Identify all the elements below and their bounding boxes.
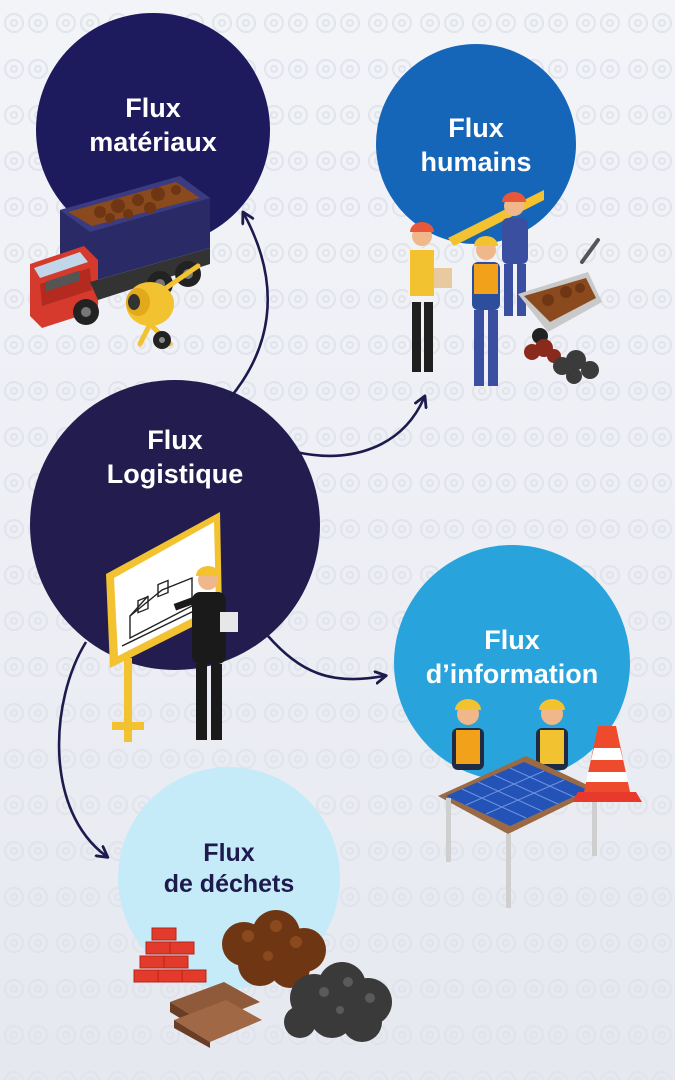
traffic-cone-icon — [572, 726, 642, 802]
node-label-dechets-line1: Flux — [203, 839, 255, 867]
node-label-information-line2: d’information — [425, 658, 599, 689]
node-label-information-line1: Flux — [484, 625, 540, 655]
rubble-pile-icon — [170, 910, 392, 1048]
node-label-logistique: Flux Logistique — [30, 424, 320, 492]
node-circle-information — [394, 545, 630, 781]
workers-blueprint-table-icon — [438, 699, 598, 908]
arrow-to-dechets — [57, 641, 106, 856]
bricks-icon — [133, 927, 207, 983]
arrow-to-information — [267, 635, 384, 679]
node-label-humains-line2: humains — [420, 146, 532, 177]
node-label-materiaux-line1: Flux — [125, 93, 181, 123]
node-label-materiaux-line2: matériaux — [89, 126, 217, 157]
wheelbarrow-icon — [518, 238, 602, 384]
node-label-materiaux: Flux matériaux — [36, 92, 270, 160]
node-label-dechets: Flux de déchets — [118, 838, 340, 901]
node-label-information: Flux d’information — [394, 624, 630, 692]
node-label-logistique-line2: Logistique — [106, 458, 244, 489]
arrow-to-humains — [295, 398, 424, 458]
node-circle-humains — [376, 44, 576, 244]
architect-board-icon — [106, 512, 238, 742]
dump-truck-icon — [30, 176, 210, 328]
node-label-dechets-line2: de déchets — [163, 870, 295, 899]
cement-mixer-icon — [126, 263, 201, 349]
node-label-humains-line1: Flux — [448, 113, 504, 143]
construction-workers-icon — [408, 190, 544, 386]
arrow-to-materiaux — [228, 214, 270, 399]
node-label-humains: Flux humains — [376, 112, 576, 180]
node-label-logistique-line1: Flux — [147, 425, 203, 455]
